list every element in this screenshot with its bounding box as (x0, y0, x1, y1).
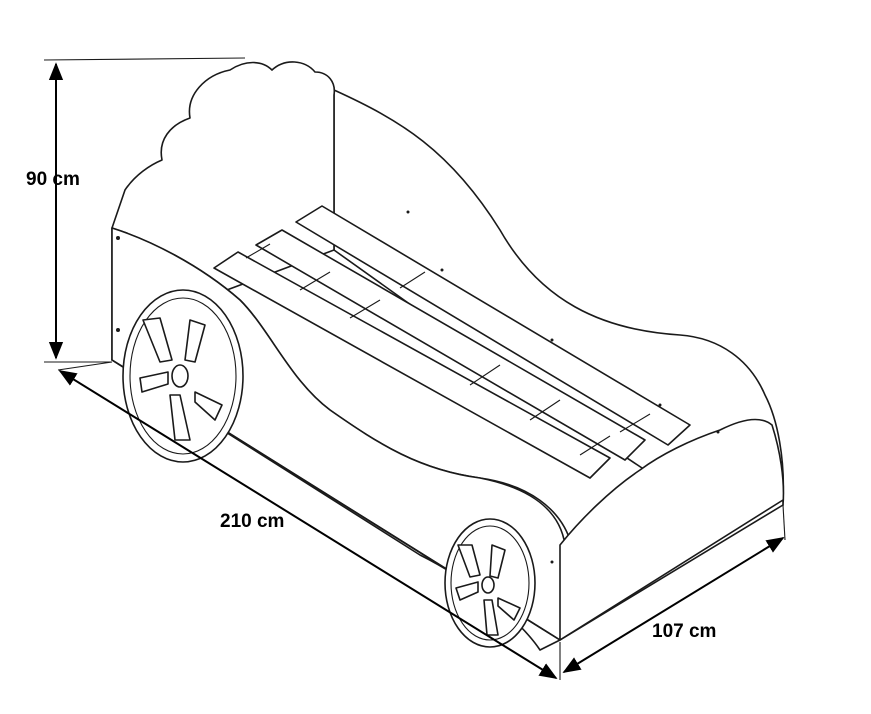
height-dimension (43, 57, 246, 363)
height-label: 90 cm (26, 169, 80, 190)
rear-wheel (444, 518, 536, 648)
width-label: 107 cm (652, 621, 716, 642)
cross-bars (245, 243, 651, 456)
front-wheel (122, 289, 244, 463)
length-label: 210 cm (220, 511, 284, 532)
width-dimension (562, 504, 786, 673)
length-dimension (57, 361, 561, 680)
back-side-panel (333, 89, 785, 521)
